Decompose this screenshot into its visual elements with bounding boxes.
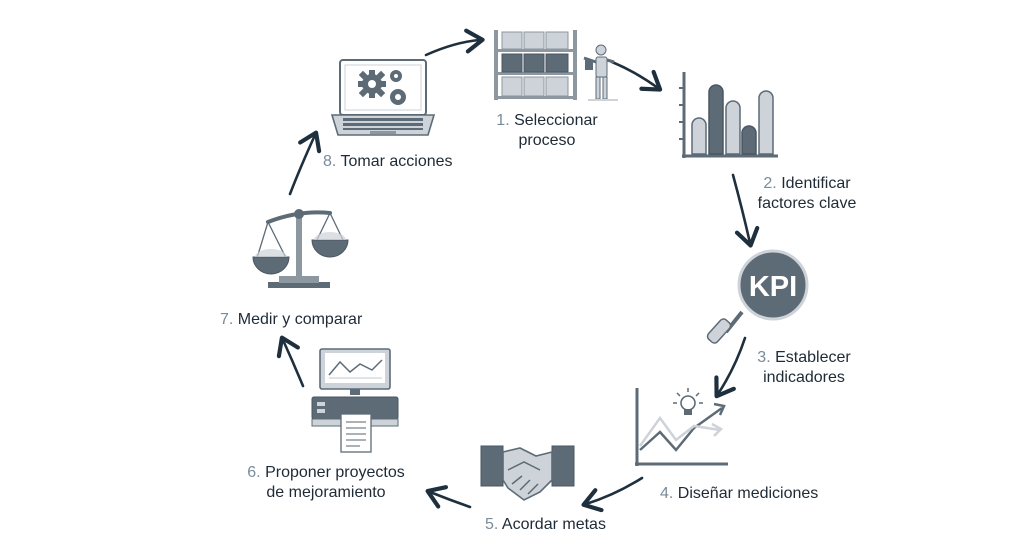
step-8-label: 8. Tomar acciones <box>323 152 453 172</box>
line-chart-lightbulb-icon <box>635 388 728 466</box>
arrow-7-to-8 <box>288 130 322 196</box>
computer-printer-icon <box>311 348 399 453</box>
step-6-label: 6. Proponer proyectos de mejoramiento <box>236 463 416 503</box>
step-title: Seleccionar <box>514 112 598 129</box>
step-5-label: 5. Acordar metas <box>485 515 606 535</box>
laptop-gears-icon <box>330 59 436 136</box>
step-3-label: 3. Establecer indicadores <box>746 348 862 388</box>
arrow-3-to-4 <box>714 336 747 399</box>
step-2-label: 2. Identificar factores clave <box>742 174 872 214</box>
step-title-line2: factores clave <box>757 195 857 212</box>
step-4-label: 4. Diseñar mediciones <box>660 484 818 504</box>
step-number: 7. <box>220 311 234 328</box>
step-number: 2. <box>763 175 777 192</box>
handshake-icon <box>480 445 575 501</box>
step-number: 8. <box>323 153 337 170</box>
warehouse-shelf-worker-icon <box>494 30 618 101</box>
arrow-5-to-6 <box>425 485 472 509</box>
step-1-label: 1. Seleccionar proceso <box>484 111 610 151</box>
step-number: 1. <box>496 112 510 129</box>
step-title-line2: de mejoramiento <box>266 484 386 501</box>
step-number: 3. <box>757 349 771 366</box>
step-number: 4. <box>660 485 674 502</box>
cycle-arrows <box>276 28 760 513</box>
arrow-1-to-2 <box>610 60 663 92</box>
bar-chart-icon <box>679 72 778 158</box>
step-title-line2: proceso <box>518 132 576 149</box>
arrow-2-to-3 <box>731 173 760 248</box>
step-title: Acordar metas <box>501 516 606 533</box>
step-7-label: 7. Medir y comparar <box>220 310 362 330</box>
arrow-8-to-1 <box>424 28 485 57</box>
balance-scale-icon <box>252 209 349 288</box>
step-number: 5. <box>485 516 499 533</box>
step-title: Proponer proyectos <box>265 464 405 481</box>
step-title: Tomar acciones <box>340 153 453 170</box>
step-title: Medir y comparar <box>237 311 363 328</box>
arrow-4-to-5 <box>581 476 644 513</box>
kpi-text: KPI <box>749 271 797 303</box>
step-title: Identificar <box>781 175 851 192</box>
step-title-line2: indicadores <box>763 369 845 386</box>
step-title: Establecer <box>775 349 851 366</box>
step-title: Diseñar mediciones <box>677 485 819 502</box>
step-number: 6. <box>247 464 261 481</box>
kpi-magnifier-icon: KPI <box>706 249 809 344</box>
arrow-6-to-7 <box>276 335 305 388</box>
